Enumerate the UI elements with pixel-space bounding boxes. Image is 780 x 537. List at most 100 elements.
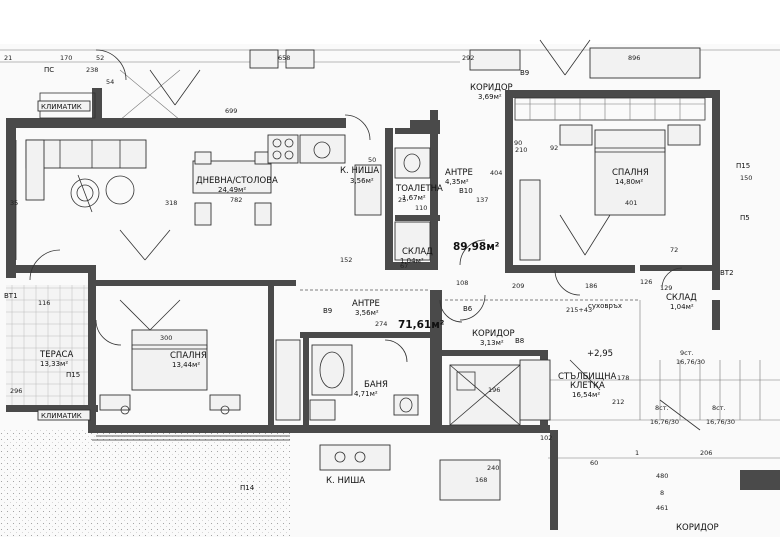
svg-text:8ст.: 8ст. [655,404,669,412]
ps-tag: ПС [44,66,54,74]
thin-lines [15,92,780,459]
svg-text:168: 168 [475,476,487,484]
corridor-mid-label: КОРИДОР [472,329,515,339]
svg-text:BT2: BT2 [720,269,734,277]
svg-text:102: 102 [540,434,552,442]
kitchen-niche-area: 3,56м² [350,177,374,185]
living-furniture [25,69,382,261]
antre-top-label: АНТРЕ [445,168,473,178]
svg-text:186: 186 [585,282,597,290]
stairwell-label-2: КЛЕТКА [570,381,605,391]
corridor-top-label: КОРИДОР [470,83,513,93]
svg-text:54: 54 [106,78,114,86]
bedroom-right-furniture [519,39,701,261]
svg-text:401: 401 [625,199,637,207]
svg-text:215+43: 215+43 [566,306,592,314]
svg-text:90: 90 [514,139,522,147]
terrace-label: ТЕРАСА [39,350,73,360]
svg-text:318: 318 [165,199,177,207]
svg-text:108: 108 [456,279,468,287]
svg-text:196: 196 [488,386,500,394]
climate-tag-top: КЛИМАТИК [41,103,82,111]
kitchen-niche-bottom-label: К. НИША [326,476,365,486]
svg-text:238: 238 [86,66,98,74]
svg-text:B6: B6 [463,305,473,313]
svg-text:480: 480 [656,472,668,480]
svg-text:658: 658 [278,54,290,62]
svg-text:21: 21 [4,54,12,62]
svg-text:296: 296 [10,387,22,395]
svg-text:170: 170 [60,54,72,62]
bath-fixtures [309,147,431,421]
dimensions: 699 782 318 152 110 401 210 90 35 25 274… [4,54,752,512]
storage-right-area: 1,04м² [670,303,694,311]
svg-text:116: 116 [38,299,50,307]
bath-label: БАНЯ [364,380,388,390]
svg-text:16,76/30: 16,76/30 [650,418,679,426]
stairwell-label: СТЪЛБИЩНА [558,372,616,382]
living-label: ДНЕВНА/СТОЛОВА [196,176,278,186]
svg-text:B8: B8 [515,337,524,345]
kitchen-niche-label: К. НИША [340,166,379,176]
svg-text:212: 212 [612,398,624,406]
svg-text:110: 110 [415,204,427,212]
svg-text:129: 129 [660,284,672,292]
svg-text:BT1: BT1 [4,292,18,300]
total-areas: 89,98м² 71,61м² +2,95 [398,241,613,359]
svg-text:92: 92 [550,144,558,152]
svg-text:404: 404 [490,169,502,177]
svg-text:9ст.: 9ст. [680,349,694,357]
antre-mid-area: 3,56м² [355,309,379,317]
svg-text:72: 72 [670,246,678,254]
svg-text:461: 461 [656,504,668,512]
storage-mid-label: СКЛАД [402,247,433,257]
terrace-area: 13,33м² [40,360,68,368]
bedroom-left-label: СПАЛНЯ [170,351,207,361]
svg-text:699: 699 [225,107,237,115]
svg-text:8: 8 [660,489,664,497]
stair-labels: 9ст. 16,76/30 8ст. 16,76/30 8ст. 16,76/3… [650,349,735,426]
svg-text:1: 1 [635,449,639,457]
antre-top-area: 4,35м² [445,178,469,186]
top-neighbor-lines [0,47,780,121]
bedroom-right-area: 14,80м² [615,178,643,186]
svg-text:35: 35 [10,199,18,207]
svg-text:B9: B9 [520,69,529,77]
svg-text:B9: B9 [323,307,332,315]
svg-text:25: 25 [398,196,406,204]
terrace-floor [6,285,92,410]
hood-tag: суховръх [588,302,622,310]
exterior-ground [0,430,290,537]
room-labels: ДНЕВНА/СТОЛОВА 24,49м² К. НИША 3,56м² ТО… [39,83,719,533]
wc-area: 1,67м² [402,194,426,202]
svg-text:16,76/30: 16,76/30 [676,358,705,366]
window-marks: П15 П15 П14 П5 B9 B9 B10 B6 B8 BT2 BT1 [4,69,750,492]
corridor-bottom-label: КОРИДОР [676,523,719,533]
bedroom-left-area: 13,44м² [172,361,200,369]
living-area: 24,49м² [218,186,246,194]
tags: КЛИМАТИК КЛИМАТИК ПС суховръх [37,66,622,421]
svg-text:240: 240 [487,464,499,472]
storage-mid-area: 1,04м² [400,257,424,265]
svg-text:896: 896 [628,54,640,62]
svg-text:16,76/30: 16,76/30 [706,418,735,426]
antre-mid-label: АНТРЕ [352,299,380,309]
bottom-strip [319,430,780,530]
svg-text:B10: B10 [459,187,473,195]
bath-area: 4,71м² [354,390,378,398]
svg-text:206: 206 [700,449,712,457]
wc-label: ТОАЛЕТНА [395,184,443,194]
svg-text:67: 67 [400,262,408,270]
svg-text:П15: П15 [736,162,750,170]
stairwell-area: 16,54м² [572,391,600,399]
svg-text:150: 150 [740,174,752,182]
svg-text:П14: П14 [240,484,255,492]
svg-text:137: 137 [476,196,488,204]
corridor-mid-area: 3,13м² [480,339,504,347]
climate-tag-bottom: КЛИМАТИК [41,412,82,420]
svg-text:П5: П5 [740,214,750,222]
svg-text:152: 152 [340,256,352,264]
svg-text:126: 126 [640,278,652,286]
